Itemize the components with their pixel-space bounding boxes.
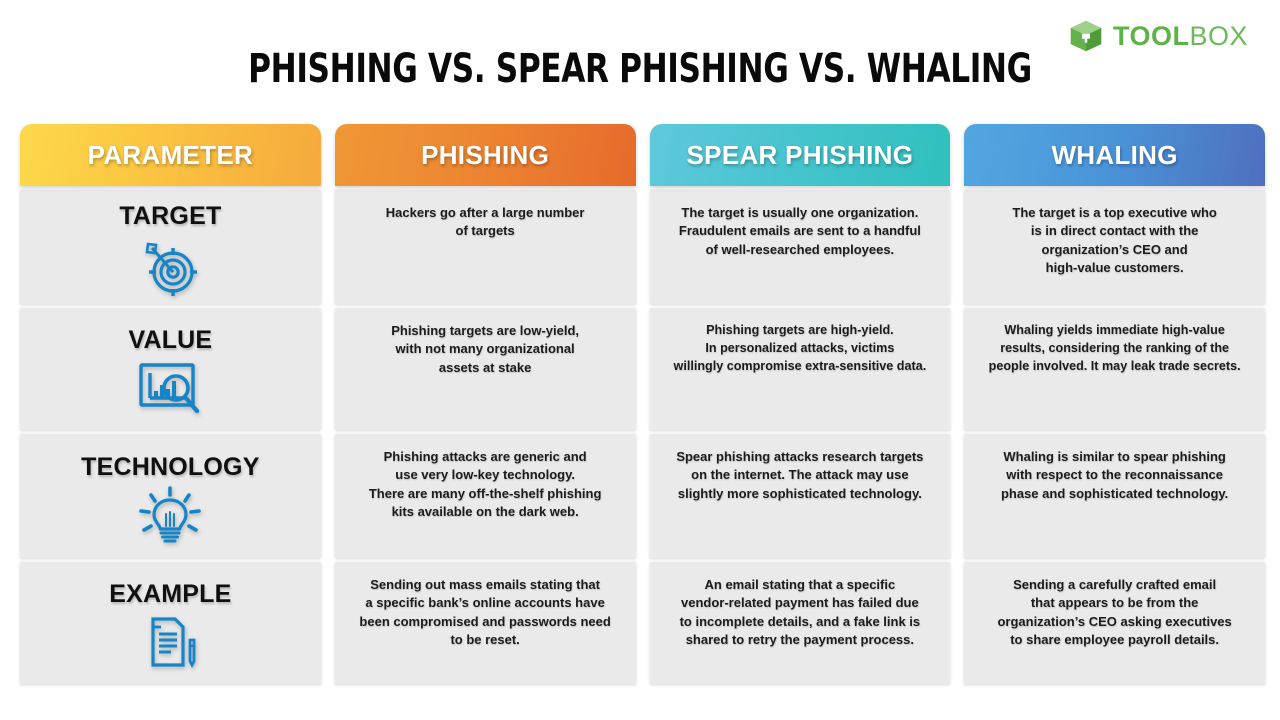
comparison-table: PARAMETER TARGET VALUE	[20, 124, 1265, 684]
column-spear-phishing: SPEAR PHISHING The target is usually one…	[649, 124, 951, 684]
bar-chart-magnifier-icon	[135, 359, 205, 421]
parameter-label-example: EXAMPLE	[109, 580, 232, 609]
column-header-whaling: WHALING	[964, 124, 1265, 186]
brand-logo: TOOLBOX	[1068, 18, 1248, 54]
column-parameter: PARAMETER TARGET VALUE	[20, 124, 321, 684]
column-phishing: PHISHING Hackers go after a large number…	[334, 124, 636, 684]
column-whaling: WHALING The target is a top executive wh…	[964, 124, 1265, 684]
table-row: EXAMPLE	[20, 562, 321, 684]
brand-name-bold: TOOL	[1112, 20, 1190, 51]
table-row: Phishing targets are high-yield.In perso…	[649, 308, 951, 430]
column-header-phishing: PHISHING	[334, 124, 636, 186]
column-header-parameter: PARAMETER	[20, 124, 321, 186]
cell-phishing-value: Phishing targets are low-yield,with not …	[391, 323, 580, 375]
toolbox-cube-icon	[1068, 18, 1104, 54]
cell-spear-value: Phishing targets are high-yield.In perso…	[673, 323, 927, 373]
cell-spear-target: The target is usually one organization.F…	[678, 205, 921, 257]
column-header-spear-phishing: SPEAR PHISHING	[649, 124, 951, 186]
parameter-label-technology: TECHNOLOGY	[81, 453, 260, 482]
table-row: TECHNOLOGY	[20, 434, 321, 558]
table-row: Phishing targets are low-yield,with not …	[334, 308, 636, 430]
document-pen-icon	[139, 613, 201, 675]
parameter-label-target: TARGET	[119, 202, 222, 231]
table-row: TARGET	[20, 190, 321, 304]
target-bullseye-arrow-icon	[136, 235, 204, 301]
lightbulb-icon	[138, 485, 202, 548]
page-title: PHISHING VS. SPEAR PHISHING VS. WHALING	[248, 46, 1032, 92]
brand-wordmark: TOOLBOX	[1112, 20, 1248, 51]
brand-name-light: BOX	[1189, 20, 1248, 51]
table-row: The target is usually one organization.F…	[649, 190, 951, 304]
parameter-label-value: VALUE	[128, 326, 213, 355]
table-row: VALUE	[20, 308, 321, 430]
